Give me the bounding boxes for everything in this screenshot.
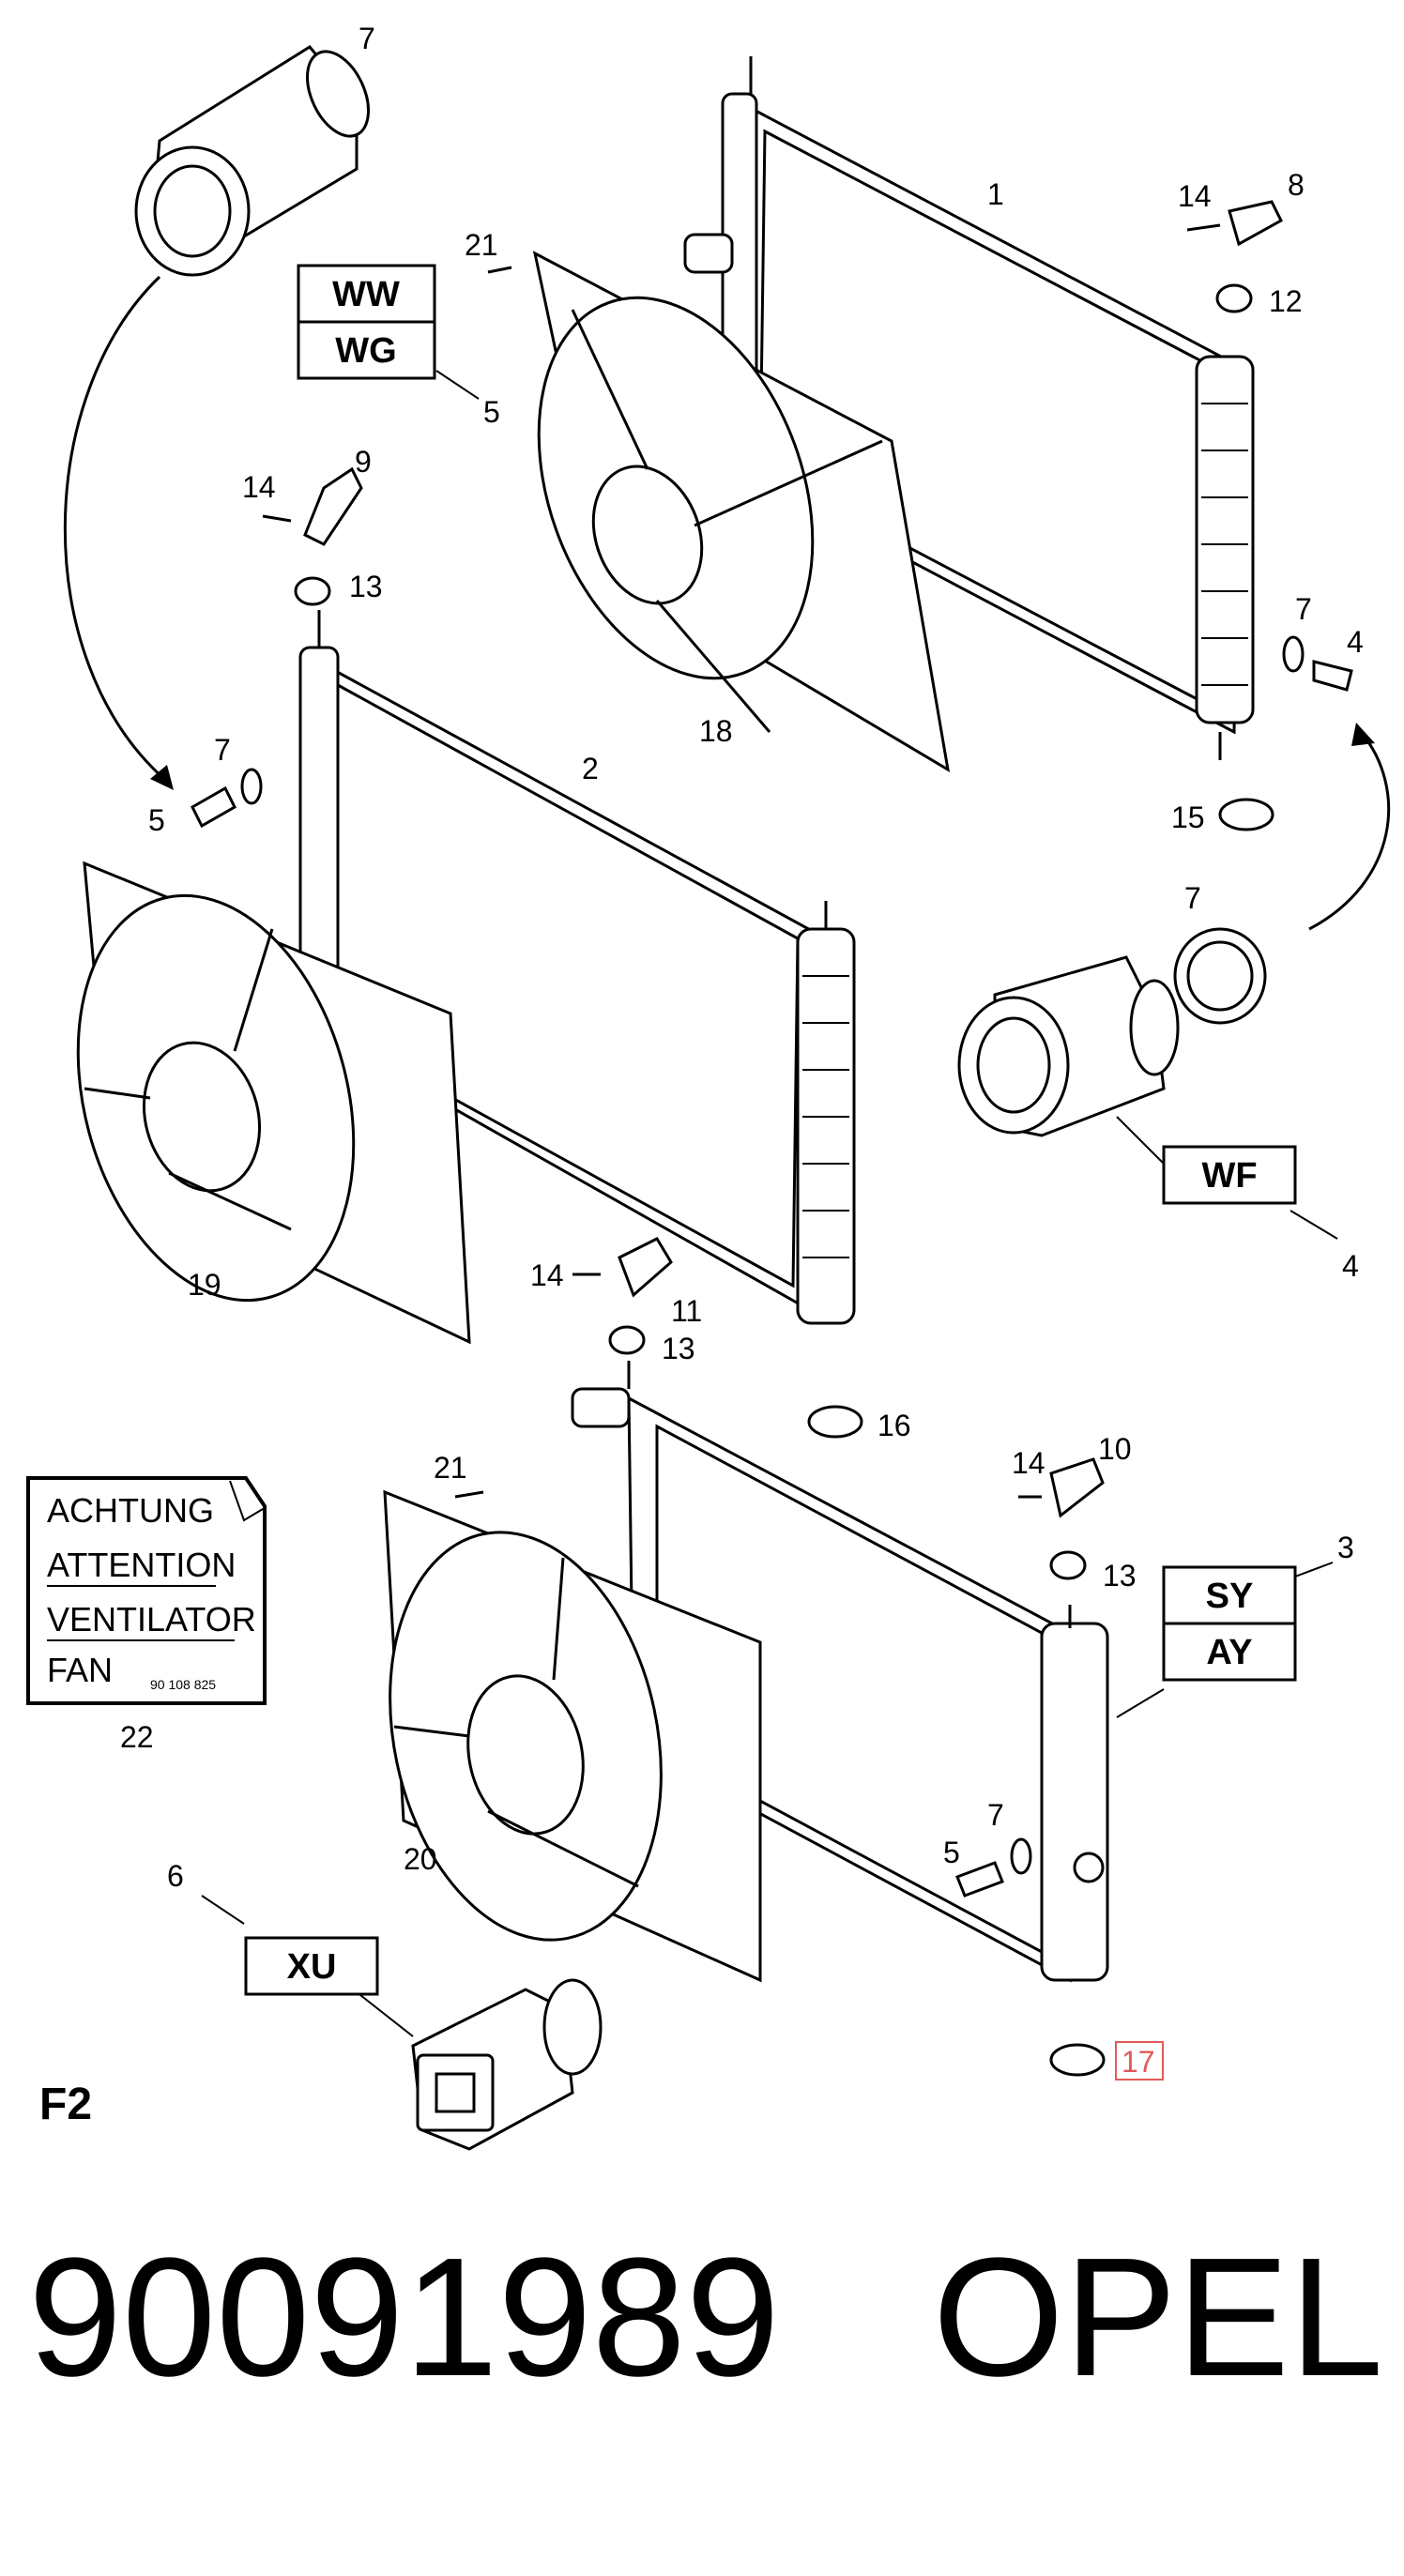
callout-7-top: 7	[359, 22, 375, 55]
callout-8: 8	[1288, 168, 1305, 202]
code-label-wg: WG	[335, 331, 396, 371]
callout-13-upper: 13	[349, 570, 383, 603]
callout-18: 18	[699, 714, 733, 748]
callout-5-lower: 5	[943, 1836, 960, 1869]
callout-6: 6	[167, 1859, 184, 1893]
callout-5-wg: 5	[483, 395, 500, 429]
callout-7-wf: 7	[1184, 881, 1201, 915]
callout-14-top: 14	[1178, 179, 1212, 213]
callout-numbers: 1 2 3 4 4 5 5 5 6 7 7 7 7 7 8 9 10 11 12…	[120, 22, 1364, 2081]
code-label-box-ww-wg: WW WG	[297, 264, 436, 380]
radiator-2	[298, 610, 856, 1325]
code-label-box-wf: WF	[1162, 1145, 1297, 1205]
callout-21-upper: 21	[465, 228, 498, 262]
assembly-arrows	[63, 275, 1391, 931]
sticker-code: 90 108 825	[150, 1677, 216, 1692]
callout-21-lower: 21	[434, 1451, 467, 1485]
callout-5-left: 5	[148, 803, 165, 837]
temperature-switch-6	[411, 1978, 603, 2151]
brackets-and-fasteners	[191, 200, 1353, 2077]
callout-1: 1	[987, 177, 1004, 211]
temperature-switch-5	[134, 45, 370, 277]
sticker-line-3: VENTILATOR	[47, 1600, 256, 1639]
callout-19: 19	[188, 1268, 221, 1302]
code-label-ww: WW	[332, 275, 400, 314]
exploded-parts-diagram: WW WG WF SY AY XU ACHTUNG ATTENTION VENT…	[26, 22, 1391, 2151]
warning-sticker-22: ACHTUNG ATTENTION VENTILATOR FAN 90 108 …	[26, 1476, 267, 1705]
callout-14-middle: 14	[530, 1258, 564, 1292]
callout-15: 15	[1171, 800, 1205, 834]
part-number: 90091989	[28, 2223, 780, 2412]
fan-shroud-19	[76, 861, 471, 1345]
code-label-wf: WF	[1201, 1156, 1257, 1196]
code-label-ay: AY	[1206, 1633, 1252, 1672]
sheet-label: F2	[39, 2080, 92, 2129]
callout-7-right: 7	[1295, 592, 1312, 626]
callout-17: 17	[1122, 2045, 1155, 2079]
callout-9: 9	[355, 445, 372, 479]
callout-4-right: 4	[1347, 625, 1364, 659]
callout-13-middle: 13	[662, 1332, 695, 1365]
callout-14-upper: 14	[242, 470, 276, 504]
callout-2: 2	[582, 752, 599, 785]
callout-14-lower: 14	[1012, 1446, 1045, 1480]
callout-3: 3	[1337, 1531, 1354, 1564]
temperature-switch-4	[957, 927, 1267, 1137]
callout-20: 20	[404, 1842, 437, 1876]
sticker-line-2: ATTENTION	[47, 1546, 236, 1584]
fan-shroud-20	[383, 1489, 762, 1983]
callout-16: 16	[878, 1409, 911, 1442]
callout-4-wf: 4	[1342, 1249, 1359, 1283]
callout-11: 11	[671, 1294, 702, 1328]
callout-12: 12	[1269, 284, 1303, 318]
code-label-box-sy-ay: SY AY	[1162, 1565, 1297, 1682]
callout-17-highlight: 17	[1115, 2041, 1164, 2081]
sticker-line-1: ACHTUNG	[47, 1491, 214, 1530]
callout-22: 22	[120, 1720, 154, 1754]
fan-shroud-18	[532, 251, 951, 772]
callout-7-lower: 7	[987, 1798, 1004, 1832]
callout-10: 10	[1098, 1432, 1132, 1466]
code-label-sy: SY	[1206, 1577, 1254, 1616]
sticker-line-4: FAN	[47, 1651, 113, 1689]
code-label-xu: XU	[287, 1947, 337, 1987]
code-label-box-xu: XU	[244, 1936, 379, 1996]
brand-name: OPEL	[932, 2223, 1383, 2412]
callout-13-lower: 13	[1103, 1559, 1137, 1593]
callout-7-left: 7	[214, 733, 231, 767]
footer: 90091989 OPEL	[0, 2233, 1404, 2515]
